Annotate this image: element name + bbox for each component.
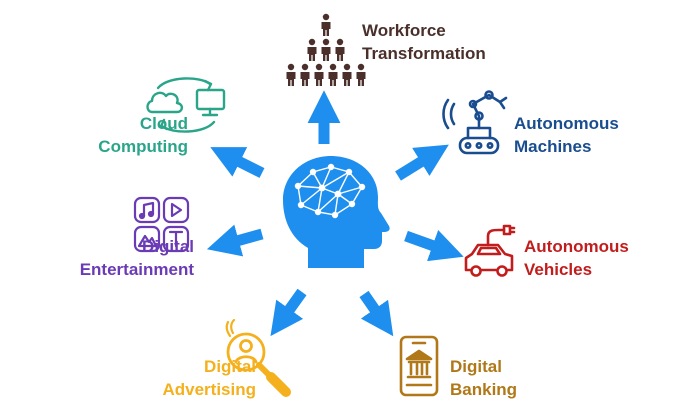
label-banking-line-1: Digital: [450, 357, 502, 376]
arrow-to-machines: [395, 144, 449, 181]
label-entertainment-line-2: Entertainment: [79, 260, 194, 279]
robot-arm-icon: [442, 90, 508, 155]
label-vehicles-line-1: Autonomous: [524, 237, 629, 256]
mobile-bank-icon: [399, 335, 439, 397]
label-cloud-line-2: Computing: [98, 137, 188, 156]
label-advertising-line-2: Advertising: [162, 380, 256, 399]
people-pyramid-icon: [286, 13, 366, 86]
label-workforce: Workforce Transformation: [362, 19, 486, 65]
label-banking-line-2: Banking: [450, 380, 518, 399]
label-machines: Autonomous Machines: [514, 112, 619, 158]
arrow-to-vehicles: [404, 230, 464, 262]
label-entertainment: Digital Entertainment: [80, 235, 194, 281]
label-machines-line-1: Autonomous: [514, 114, 619, 133]
label-workforce-line-2: Transformation: [362, 44, 486, 63]
arrow-to-banking: [359, 290, 394, 337]
label-advertising-line-1: Digital: [204, 357, 256, 376]
label-cloud-line-1: Cloud: [139, 114, 188, 133]
media-tiles-icon: [133, 196, 190, 253]
label-vehicles-line-2: Vehicles: [524, 260, 593, 279]
cloud-sync-icon: [146, 77, 226, 133]
label-entertainment-line-1: Digital: [142, 237, 194, 256]
label-machines-line-2: Machines: [514, 137, 592, 156]
arrow-to-cloud: [210, 147, 265, 178]
label-workforce-line-1: Workforce: [362, 21, 446, 40]
label-vehicles: Autonomous Vehicles: [524, 235, 629, 281]
user-magnifier-icon: [225, 318, 291, 397]
arrow-to-entertainment: [206, 224, 264, 257]
brain-network-head-icon: [283, 156, 390, 268]
arrow-to-advertising: [270, 288, 307, 337]
label-cloud: Cloud Computing: [98, 112, 188, 158]
label-banking: Digital Banking: [450, 355, 517, 401]
label-advertising: Digital Advertising: [162, 355, 256, 401]
electric-car-icon: [464, 224, 516, 277]
